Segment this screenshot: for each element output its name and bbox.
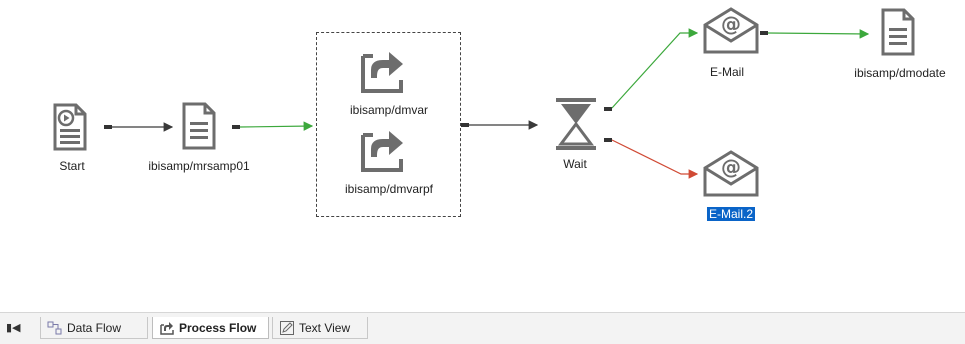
flow-start-icon xyxy=(53,103,87,151)
connector-start-to-mrsamp01[interactable] xyxy=(104,122,174,132)
node-label-email-2: E-Mail.2 xyxy=(706,207,756,221)
svg-text:@: @ xyxy=(721,155,741,179)
hourglass-icon xyxy=(556,98,596,150)
node-label-start: Start xyxy=(59,159,85,173)
node-label-dmvar: ibisamp/dmvar xyxy=(349,103,429,117)
email-at-icon: @ xyxy=(703,7,759,54)
email-at-icon: @ xyxy=(703,150,759,197)
text-view-icon xyxy=(280,320,294,335)
connector-mrsamp01-to-group[interactable] xyxy=(232,121,314,131)
first-tab-nav-icon[interactable]: ▮◀ xyxy=(6,322,21,334)
parallel-group-box[interactable] xyxy=(316,32,461,217)
tab-label-process-flow: Process Flow xyxy=(179,320,257,335)
tab-label-data-flow: Data Flow xyxy=(67,320,122,335)
node-label-mrsamp01: ibisamp/mrsamp01 xyxy=(148,159,250,173)
process-flow-arrow-icon xyxy=(361,131,403,172)
connector-wait-to-email2[interactable] xyxy=(604,138,699,179)
node-label-dmvarpf: ibisamp/dmvarpf xyxy=(344,182,434,196)
view-tab-bar: ▮◀ Data Flow Process Flow Text View xyxy=(0,312,965,344)
process-flow-icon xyxy=(160,321,174,335)
connector-email-to-dmodate[interactable] xyxy=(760,29,870,39)
procedure-document-icon xyxy=(182,102,216,150)
node-label-dmodate: ibisamp/dmodate xyxy=(854,66,946,80)
connector-group-to-wait[interactable] xyxy=(461,120,539,130)
tab-process-flow[interactable]: Process Flow xyxy=(152,317,269,339)
data-flow-icon xyxy=(47,321,62,334)
tab-data-flow[interactable]: Data Flow xyxy=(40,317,148,339)
process-flow-arrow-icon xyxy=(361,52,403,93)
svg-text:@: @ xyxy=(721,12,741,36)
tab-label-text-view: Text View xyxy=(299,320,351,335)
node-label-email: E-Mail xyxy=(709,65,745,79)
node-label-wait: Wait xyxy=(563,157,587,171)
connector-wait-to-email[interactable] xyxy=(604,28,699,111)
tab-text-view[interactable]: Text View xyxy=(272,317,368,339)
connectors-layer xyxy=(104,28,870,179)
process-flow-canvas[interactable]: Start ibisamp/mrsamp01 ibisamp/dmvar ibi… xyxy=(0,0,965,312)
procedure-document-icon xyxy=(881,8,915,56)
